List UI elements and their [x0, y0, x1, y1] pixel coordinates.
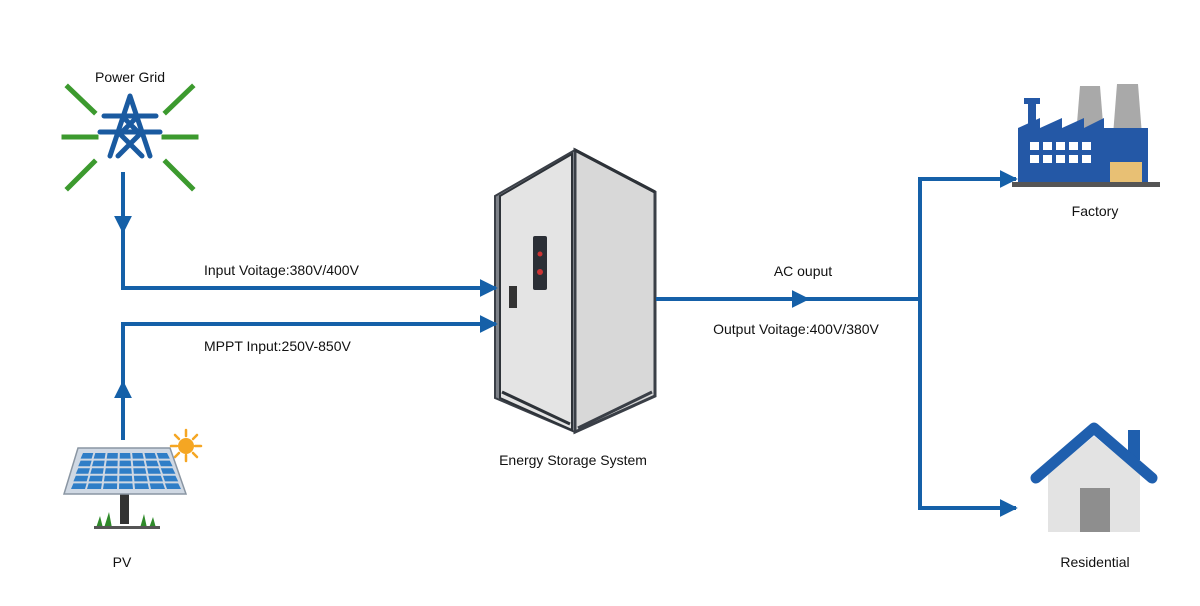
solar-cell — [75, 468, 90, 474]
solar-cell — [106, 453, 118, 459]
sun-icon — [169, 428, 203, 463]
factory-icon — [1012, 84, 1160, 187]
solar-cell — [73, 475, 89, 482]
house-icon — [1030, 422, 1158, 532]
residential-label: Residential — [1060, 554, 1130, 570]
solar-cell — [119, 483, 133, 489]
solar-cell — [105, 460, 118, 467]
solar-cell — [132, 453, 144, 459]
solar-cell — [119, 453, 131, 459]
pv-label: PV — [112, 554, 132, 570]
solar-cell — [119, 475, 133, 482]
solar-cell — [91, 460, 105, 467]
solar-cell — [160, 468, 176, 474]
solar-cell — [149, 483, 165, 489]
solar-cell — [119, 468, 132, 474]
solar-cell — [133, 475, 148, 482]
solar-cell — [71, 483, 87, 489]
ac-output-label: AC ouput — [773, 263, 833, 279]
solar-cell — [103, 483, 118, 489]
factory-label: Factory — [1071, 203, 1119, 219]
solar-cell — [88, 475, 103, 482]
solar-cell — [148, 475, 163, 482]
solar-cell — [164, 483, 181, 489]
grid-input-voltage-label: Input Voitage:380V/400V — [204, 262, 359, 278]
solar-cell — [158, 460, 173, 467]
solar-cell — [104, 468, 118, 474]
to-residential-line — [918, 299, 1018, 517]
mppt-input-label: MPPT Input:250V-850V — [204, 338, 351, 354]
solar-cell — [103, 475, 118, 482]
solar-cell — [145, 460, 159, 467]
to-factory-line — [918, 170, 1018, 299]
solar-cell — [133, 468, 147, 474]
solar-cell — [78, 460, 92, 467]
solar-panel-icon — [62, 428, 203, 529]
power-grid-label: Power Grid — [94, 69, 166, 85]
solar-cell — [119, 460, 132, 467]
power-grid-icon — [61, 83, 199, 192]
connectors — [114, 170, 1018, 517]
solar-cell — [144, 453, 157, 459]
solar-cell — [132, 460, 146, 467]
solar-cell — [147, 468, 161, 474]
solar-cell — [134, 483, 149, 489]
solar-cell — [156, 453, 170, 459]
solar-cell — [162, 475, 179, 482]
solar-cell — [80, 453, 94, 459]
ess-label: Energy Storage System — [499, 452, 647, 468]
solar-cell — [87, 483, 102, 489]
solar-cell — [93, 453, 106, 459]
energy-storage-cabinet — [494, 147, 657, 435]
output-voltage-label: Output Voitage:400V/380V — [713, 321, 879, 337]
solar-cell — [90, 468, 104, 474]
